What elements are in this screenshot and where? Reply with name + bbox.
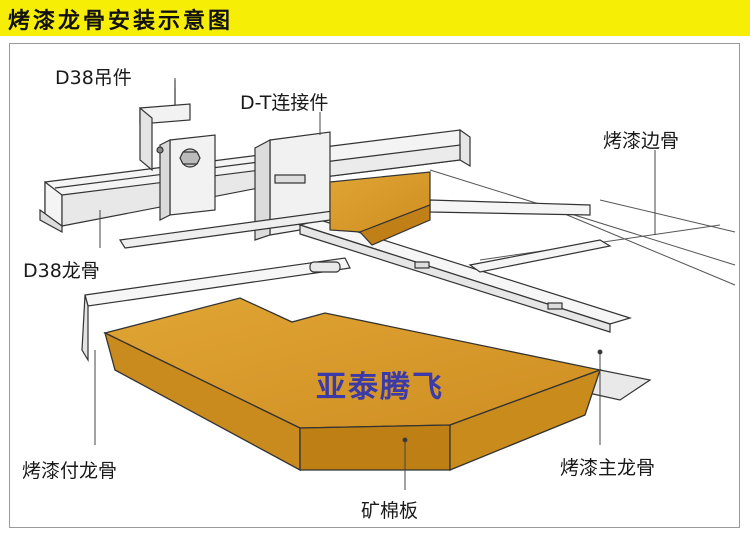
leader-lines [94,78,656,490]
rear-mineral-board [329,171,431,246]
label-d38-keel: D38龙骨 [23,260,100,282]
label-edge-bone: 烤漆边骨 [603,130,680,152]
main-keel-rail [297,219,652,401]
label-mineral-board: 矿棉板 [361,500,419,522]
header-bar: 烤漆龙骨安装示意图 [0,0,750,36]
label-dt-connector: D-T连接件 [240,92,329,114]
label-secondary-keel: 烤漆付龙骨 [22,460,118,482]
label-d38-hanger: D38吊件 [55,67,132,89]
mineral-board-panel [103,297,603,472]
secondary-keel-rail [81,209,351,363]
watermark-text: 亚泰腾飞 [316,370,444,405]
cross-keel-rail [429,199,612,273]
dt-connector [254,131,331,241]
page-title: 烤漆龙骨安装示意图 [8,9,234,34]
label-main-keel: 烤漆主龙骨 [560,457,656,479]
